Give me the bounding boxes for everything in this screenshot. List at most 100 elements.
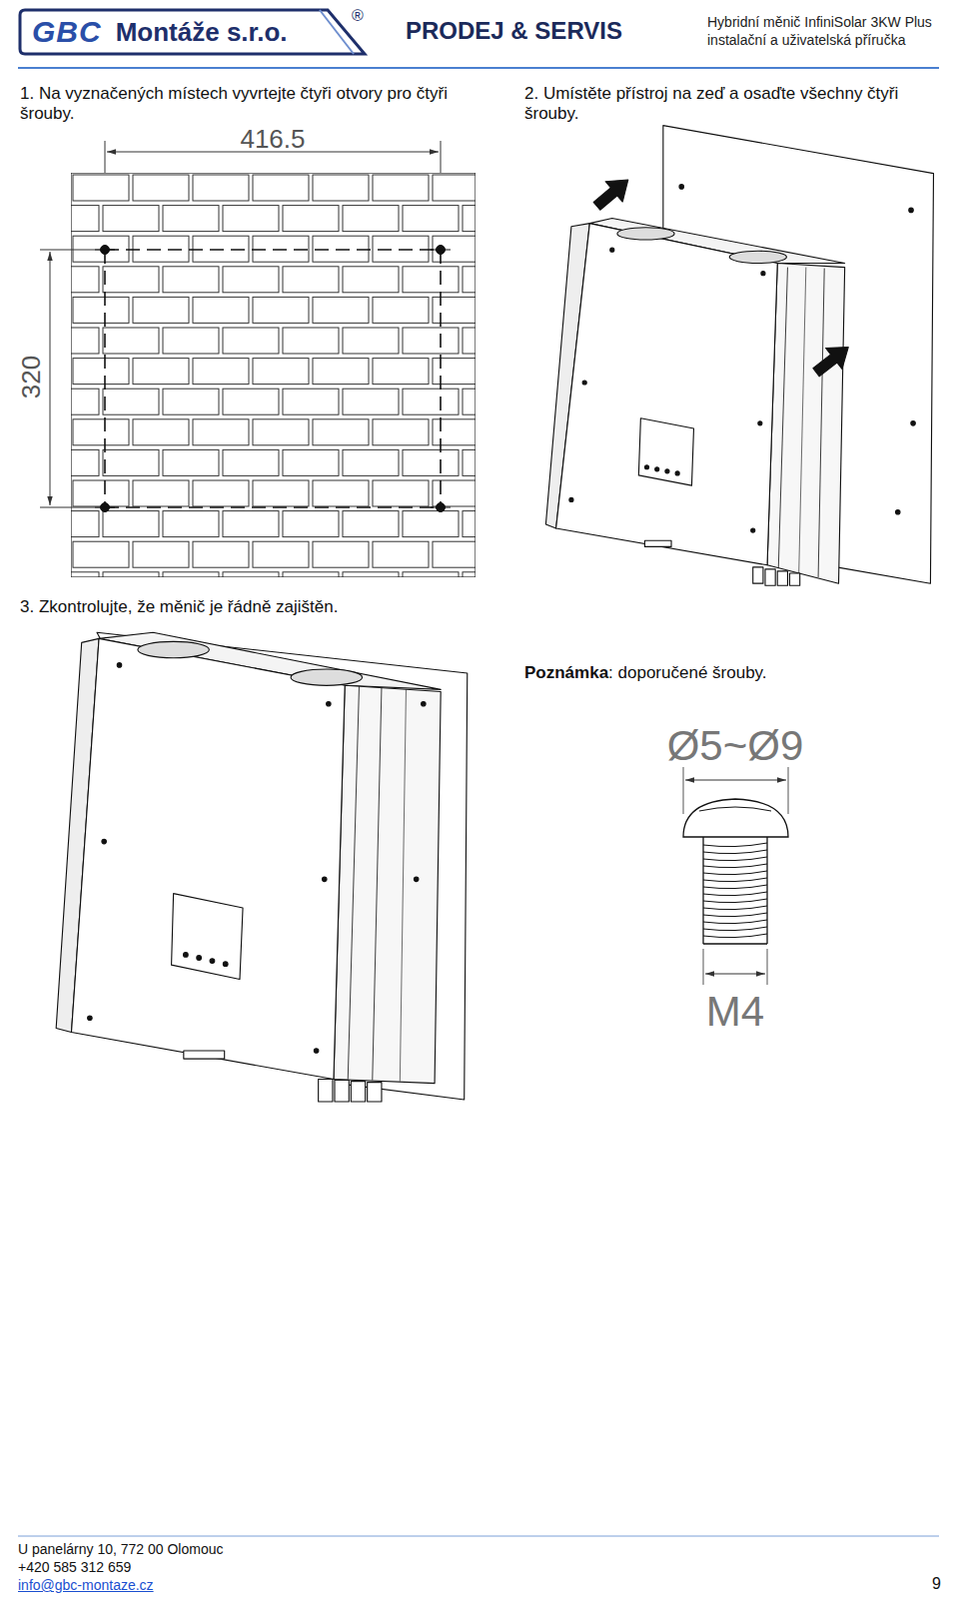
registered-mark: ® xyxy=(351,5,364,25)
brick xyxy=(372,541,429,568)
inverter-mounting-part xyxy=(799,267,807,574)
brick xyxy=(282,205,339,232)
footer-address: U panelárny 10, 772 00 Olomouc xyxy=(17,1541,223,1559)
brick xyxy=(252,358,309,385)
brick xyxy=(462,205,476,232)
inverter-mounted-part xyxy=(333,685,441,1083)
brick xyxy=(132,174,189,201)
footer-rule xyxy=(17,1536,940,1538)
inverter-mounting-part xyxy=(789,573,800,586)
note-text: : doporučené šrouby. xyxy=(608,663,767,684)
inverter-mounting-part xyxy=(778,267,788,569)
brick xyxy=(132,296,189,323)
brick xyxy=(72,235,129,262)
brick xyxy=(132,358,189,385)
brick-wall xyxy=(70,172,476,578)
screw-thread xyxy=(703,843,768,848)
screw-thread xyxy=(703,871,768,876)
brick xyxy=(70,449,99,476)
screw-drawing xyxy=(683,767,789,985)
brick xyxy=(102,449,159,476)
footer-email: info@gbc-montaze.cz xyxy=(17,1577,154,1595)
inverter-mounting-part xyxy=(911,421,916,426)
logo-accent xyxy=(319,9,354,54)
screw-thread xyxy=(703,913,768,918)
screw-thread xyxy=(703,850,768,855)
inverter-mounted-part xyxy=(70,638,345,1079)
brick xyxy=(162,511,219,538)
inverter-mounting-part xyxy=(655,467,660,472)
inverter-mounted-part xyxy=(421,701,426,706)
brick xyxy=(162,388,219,415)
brick xyxy=(432,296,476,323)
brick xyxy=(462,266,476,293)
brick xyxy=(102,572,159,578)
brick xyxy=(282,572,339,578)
screw-thread xyxy=(703,906,768,911)
brick xyxy=(462,449,476,476)
brick xyxy=(342,327,399,354)
page-number: 9 xyxy=(932,1574,942,1594)
screw-drawing-part xyxy=(767,949,769,985)
brick xyxy=(402,449,459,476)
inverter-mounting-part xyxy=(765,569,776,586)
brick xyxy=(222,327,279,354)
inverter-mounting-part xyxy=(610,247,615,252)
brick xyxy=(462,388,476,415)
header-product: Hybridní měnič InfiniSolar 3KW Plus xyxy=(707,13,933,31)
inverter-mounted-part xyxy=(183,953,189,959)
inverter-mounted-part xyxy=(367,1082,382,1102)
logo-mark: GBC xyxy=(31,14,102,49)
inverter-mounting-part xyxy=(556,223,779,566)
dimension-lines-part xyxy=(104,140,106,173)
brick xyxy=(312,296,369,323)
inverter-mounted-part xyxy=(413,877,418,882)
brick xyxy=(312,174,369,201)
brick xyxy=(192,541,249,568)
brick xyxy=(162,572,219,578)
inverter-mounting-part xyxy=(588,169,637,217)
inverter-mounting-part xyxy=(761,271,766,276)
brick xyxy=(72,358,129,385)
inverter-mounted-part xyxy=(290,669,362,686)
brick xyxy=(402,511,459,538)
screw-drawing-part xyxy=(788,767,790,815)
brick xyxy=(372,480,429,507)
brick xyxy=(432,541,476,568)
step-text: 1. Na vyznačených místech vyvrtejte čtyř… xyxy=(19,83,498,125)
inverter-mounting xyxy=(545,125,934,587)
brick xyxy=(372,358,429,385)
screw-drawing-part xyxy=(699,807,772,812)
screw-thread xyxy=(703,927,768,932)
logo-outline-path xyxy=(19,9,365,54)
screw-drawing-part xyxy=(703,843,768,939)
hole-layout-part xyxy=(104,248,441,251)
inverter-mounted-part xyxy=(101,839,106,844)
brick xyxy=(70,388,99,415)
inverter-mounted-part xyxy=(326,701,331,706)
brick xyxy=(252,419,309,446)
brick xyxy=(102,511,159,538)
brick xyxy=(70,572,99,578)
note-heading: Poznámka xyxy=(524,663,609,684)
brick xyxy=(162,266,219,293)
hole-layout-part xyxy=(430,507,451,509)
wall-outline xyxy=(70,172,476,578)
screw-thread xyxy=(703,892,768,897)
brick xyxy=(282,388,339,415)
brick xyxy=(342,449,399,476)
footer-phone: +420 585 312 659 xyxy=(17,1559,131,1577)
hole-layout-part xyxy=(439,249,442,508)
brick xyxy=(222,205,279,232)
inverter-mounting-part xyxy=(895,509,900,514)
company-name: Montáže s.r.o. xyxy=(115,16,288,48)
brick xyxy=(222,572,279,578)
inverter-mounting-part xyxy=(644,540,672,547)
dimension-label: Ø5~Ø9 xyxy=(667,721,805,772)
brick xyxy=(192,358,249,385)
screw-thread xyxy=(703,878,768,883)
brick xyxy=(192,174,249,201)
brick xyxy=(132,541,189,568)
header-subtitle: instalační a uživatelská příručka xyxy=(707,31,906,49)
